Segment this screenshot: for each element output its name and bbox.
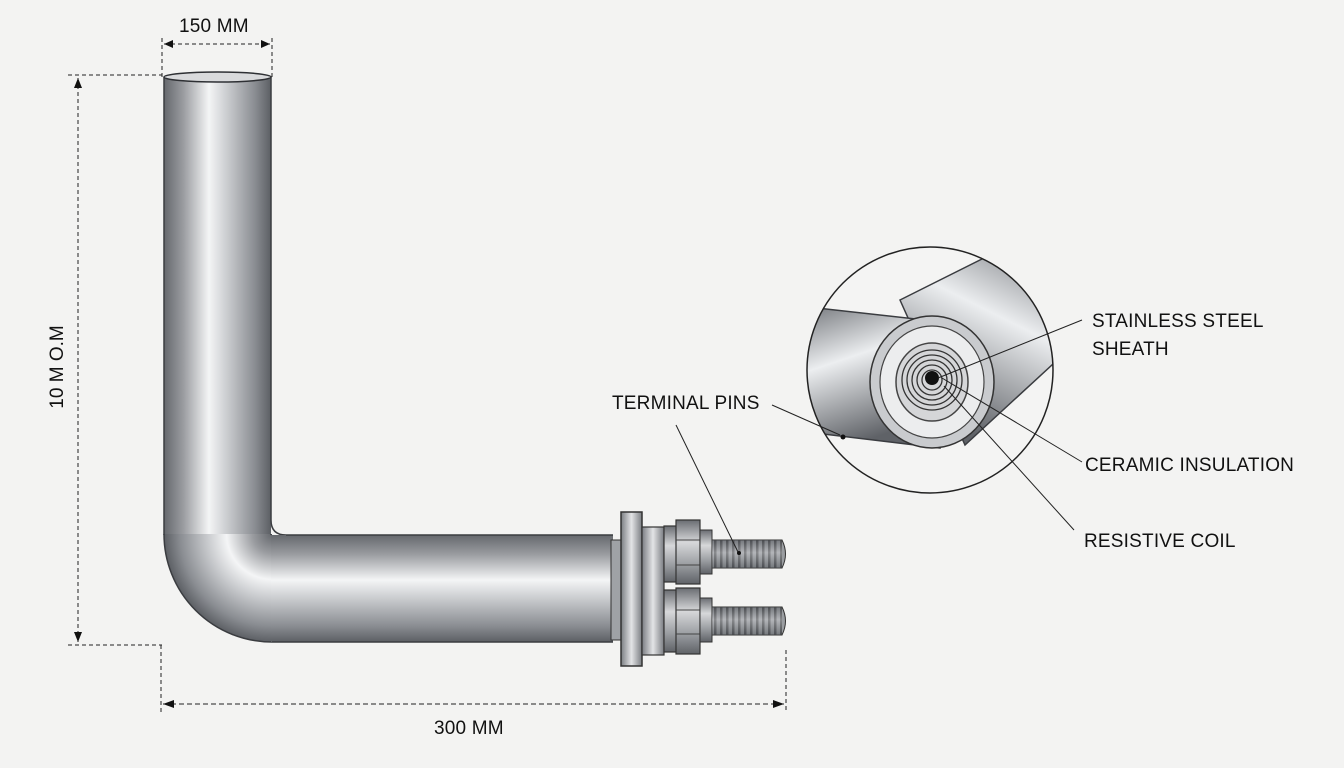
dimension-lines <box>68 38 787 712</box>
dimension-height: 10 M O.M <box>47 325 68 409</box>
tube-opening <box>163 71 272 83</box>
callout-ceramic-insulation: CERAMIC INSULATION <box>1085 455 1295 476</box>
callout-terminal-pins: TERMINAL PINS <box>612 393 760 414</box>
callout-resistive-coil: RESISTIVE COIL <box>1084 531 1236 552</box>
tube-elbow <box>164 534 272 642</box>
resistive-coil <box>901 349 963 411</box>
heater-tube <box>163 71 613 643</box>
tube-vertical-section <box>164 77 271 535</box>
cross-section-detail <box>806 246 1054 494</box>
dimension-top-width: 150 MM <box>179 16 249 37</box>
leader-lines <box>675 319 1083 553</box>
lower-terminal <box>663 587 786 655</box>
callout-stainless-steel-sheath: STAINLESS STEEL SHEATH <box>1092 308 1264 364</box>
dimension-arrows <box>74 40 784 708</box>
callout-sheath-line1: STAINLESS STEEL <box>1092 311 1264 332</box>
tube-horizontal-section <box>271 535 613 642</box>
terminal-assembly <box>610 511 786 667</box>
upper-terminal <box>663 519 786 585</box>
dimension-bottom-length: 300 MM <box>434 718 504 739</box>
mounting-flange <box>620 511 643 667</box>
callout-sheath-line2: SHEATH <box>1092 339 1169 360</box>
